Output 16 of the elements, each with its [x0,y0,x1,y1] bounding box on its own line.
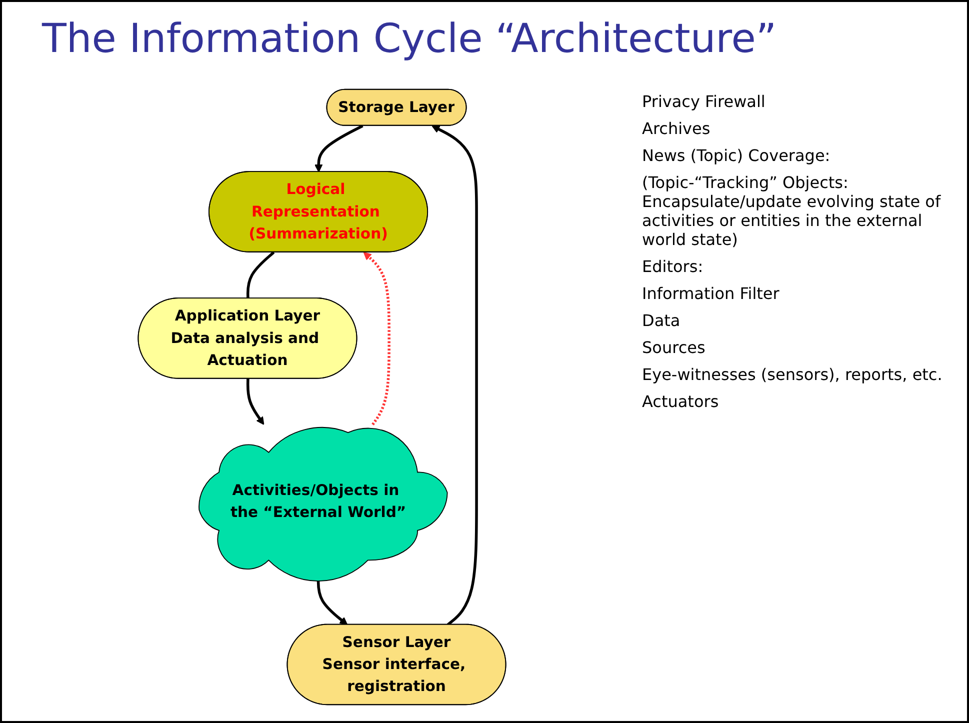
note-text: (Topic-“Tracking” Objects: Encapsulate/update evolving state of activities or entities in the external world state) [642,173,942,249]
slide-title: The Information Cycle “Architecture” [42,16,777,62]
note-text: Editors: [642,257,704,276]
note-text: News (Topic) Coverage: [642,146,832,165]
arrow [314,124,364,172]
note-text: Data [642,311,682,330]
note-text: Archives [642,119,712,138]
arrow [246,378,264,425]
note-text: Sources [642,338,706,357]
note-text: Actuators [642,392,720,411]
arrow [432,125,478,626]
note-text: Information Filter [642,284,780,303]
note-text: Eye-witnesses (sensors), reports, etc. [642,365,944,384]
connector [246,251,275,299]
note-text: Privacy Firewall [642,92,766,111]
arrow [363,252,390,426]
